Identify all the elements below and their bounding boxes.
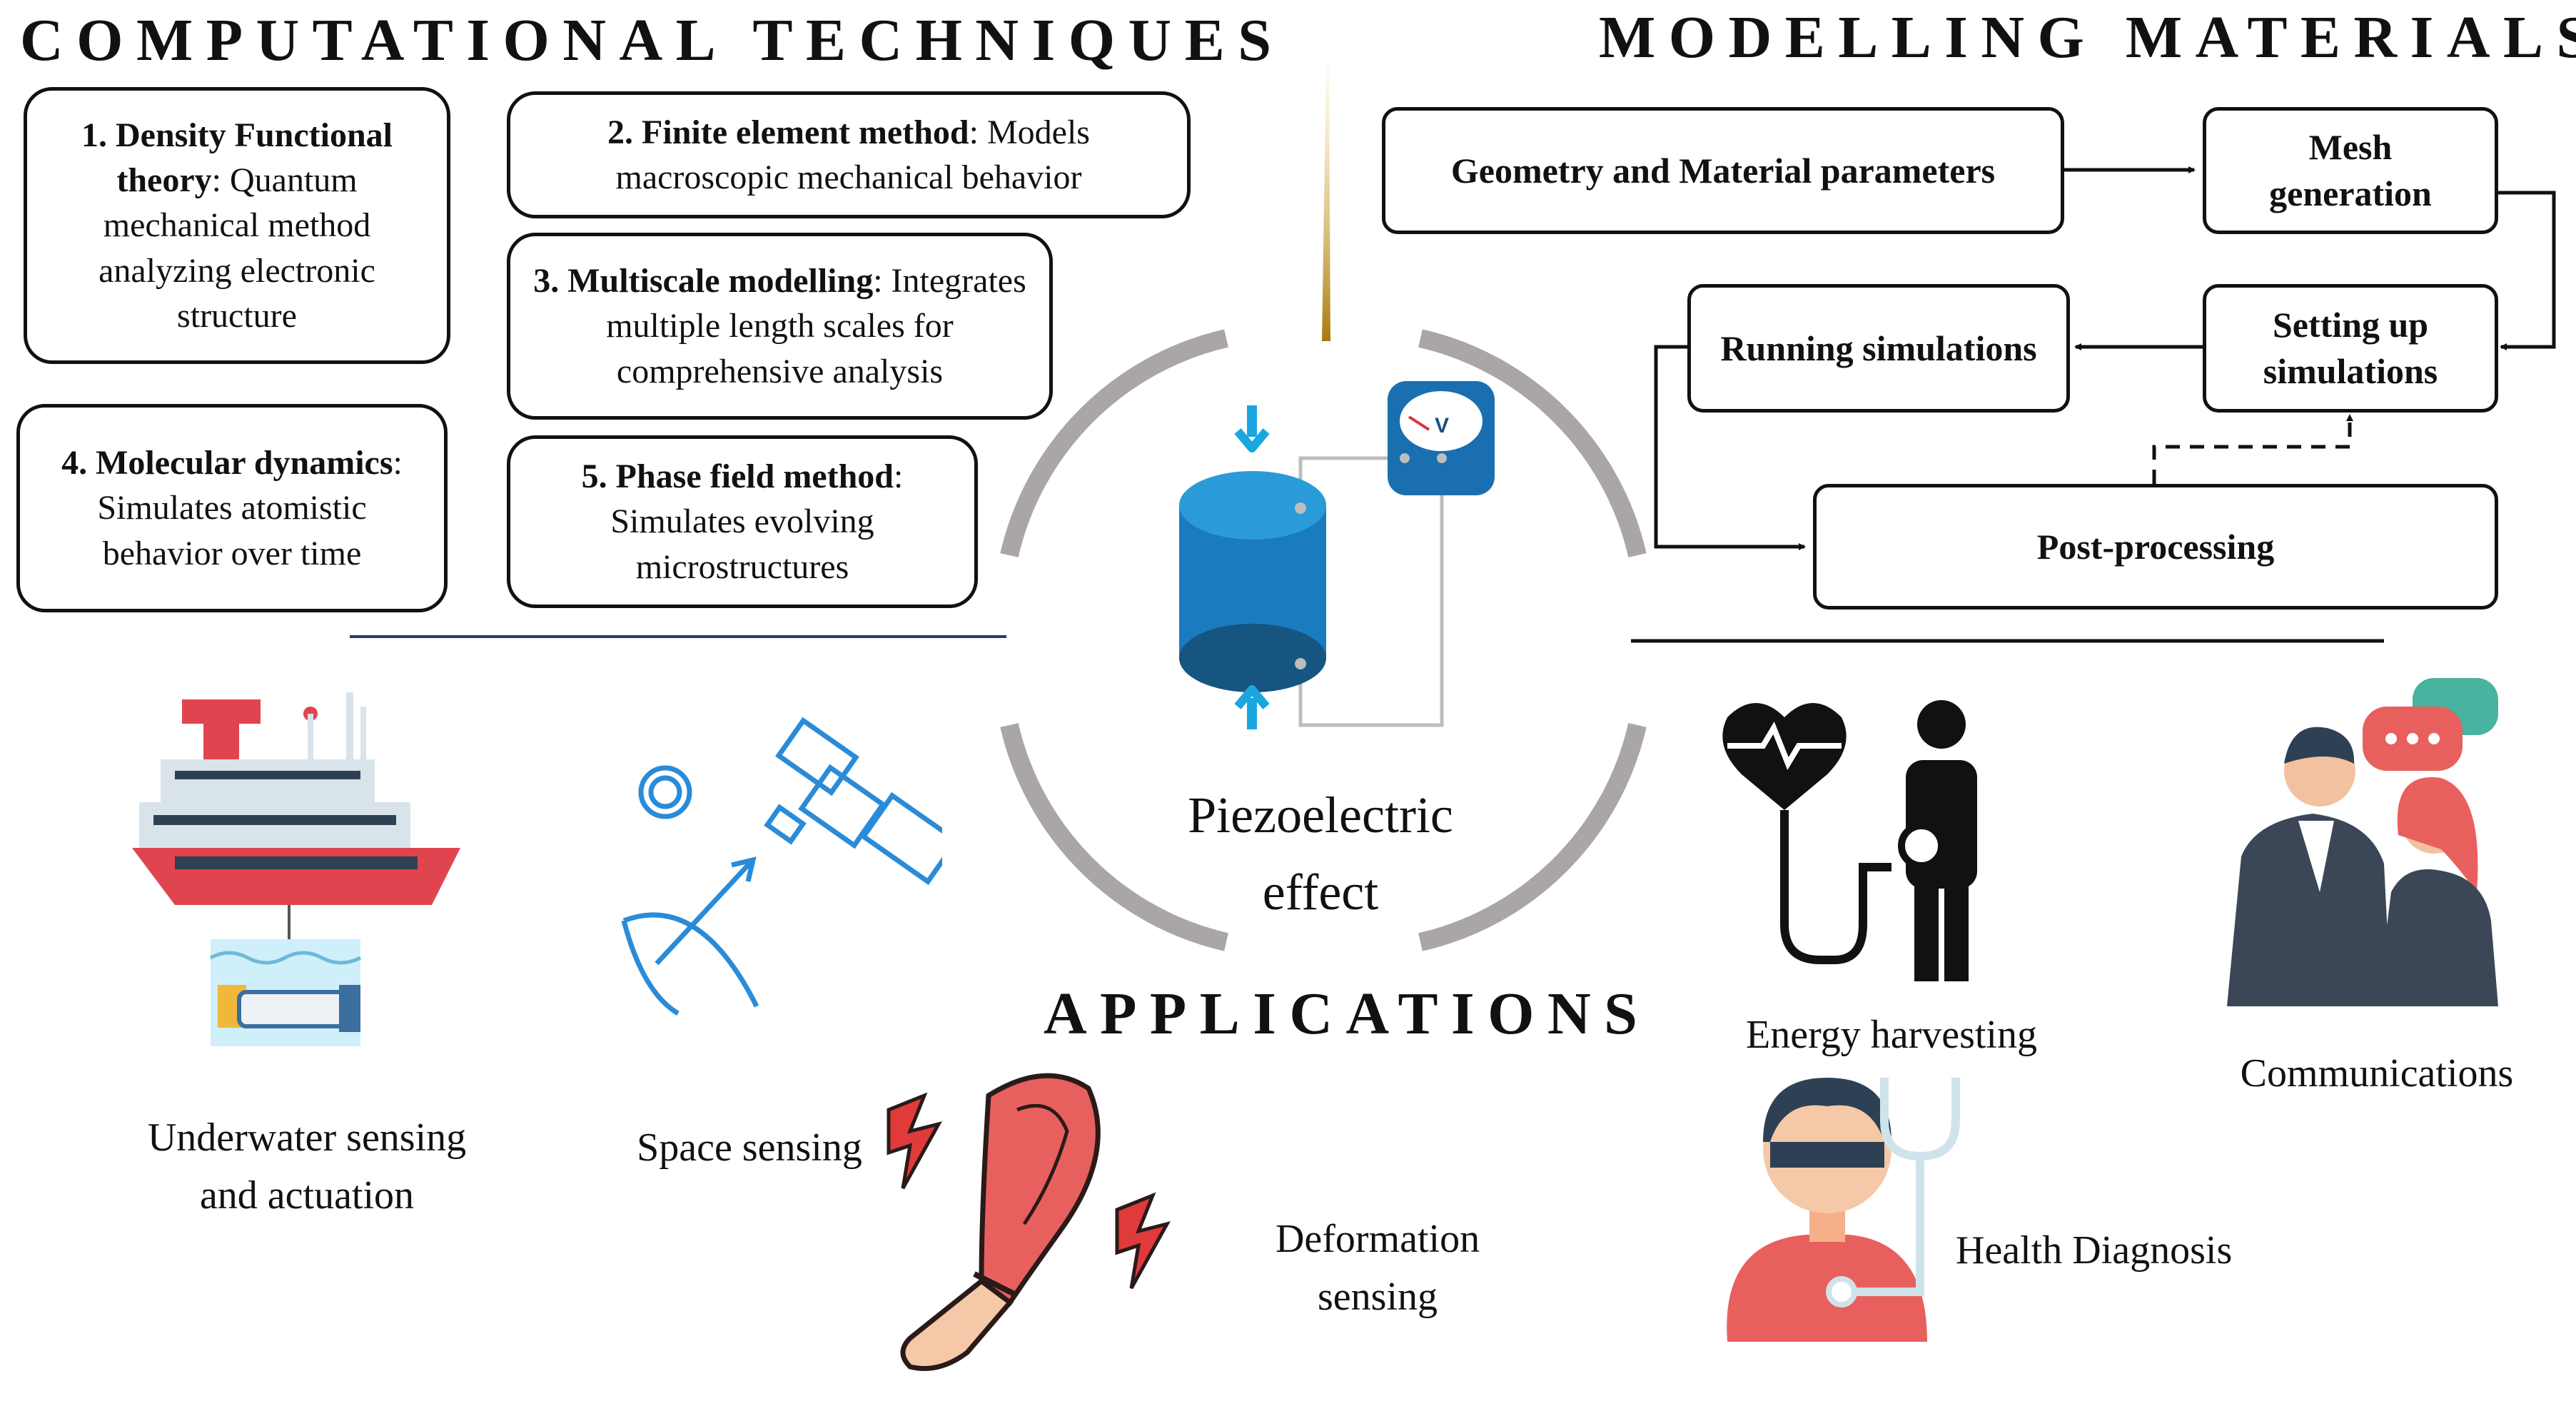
technique-phase-field-desc: Simulates evolving microstructures <box>610 502 874 586</box>
technique-fem-title: 2. Finite element method <box>607 113 969 151</box>
workflow-geometry-box: Geometry and Material parameters <box>1382 107 2064 234</box>
technique-fem-box: 2. Finite element method: Models macrosc… <box>507 91 1191 218</box>
technique-multiscale-box: 3. Multiscale modelling: Integrates mult… <box>507 233 1053 420</box>
underwater-line-2: and actuation <box>199 1173 415 1218</box>
arrow-running-to-post <box>1654 345 1806 550</box>
underwater-line-1: Underwater sensing <box>147 1116 467 1160</box>
space-sensing-label: Space sensing <box>637 1126 862 1170</box>
technique-md-box: 4. Molecular dynamics: Simulates atomist… <box>16 404 448 612</box>
technique-dft-title: 1. Density Functional theory <box>81 116 393 199</box>
technique-md-desc: Simulates atomistic behavior over time <box>97 489 367 572</box>
wire-bottom <box>1298 458 1444 727</box>
health-diagnosis-icon <box>1727 1078 1960 1342</box>
arm-muscle-icon <box>887 1073 1171 1371</box>
deformation-line-1: Deformation <box>1275 1217 1480 1261</box>
heading-applications: APPLICATIONS <box>1044 981 1651 1047</box>
health-diagnosis-label: Health Diagnosis <box>1956 1228 2233 1273</box>
piezo-line-2: effect <box>1262 864 1379 921</box>
technique-multiscale-desc: Integrates multiple length scales for co… <box>606 261 1026 390</box>
arrow-post-to-setup-dashed <box>2152 414 2353 484</box>
deformation-label: Deformation sensing <box>1213 1210 1542 1326</box>
heading-modelling-materials: MODELLING MATERIALS <box>1599 4 2576 71</box>
ship-icon <box>132 692 460 1046</box>
energy-harvesting-label: Energy harvesting <box>1746 1013 2037 1057</box>
energy-harvesting-icon <box>1722 700 1977 981</box>
heading-computational-techniques: COMPUTATIONAL TECHNIQUES <box>20 7 1285 74</box>
satellite-icon <box>621 717 942 1016</box>
technique-dft-box: 1. Density Functional theory: Quantum me… <box>24 87 450 364</box>
communications-icon <box>2227 678 2498 1006</box>
gold-divider-line <box>1322 64 1330 341</box>
voltmeter-icon: V <box>1388 381 1495 495</box>
piezo-effect-label: Piezoelectric effect <box>1142 777 1499 931</box>
underwater-label: Underwater sensing and actuation <box>79 1109 535 1225</box>
technique-fem-desc: Models macroscopic mechanical behavior <box>615 113 1090 196</box>
workflow-setup-box: Setting up simulations <box>2203 284 2498 413</box>
piezo-line-1: Piezoelectric <box>1188 787 1453 844</box>
deformation-line-2: sensing <box>1318 1275 1438 1320</box>
communications-label: Communications <box>2240 1051 2514 1096</box>
technique-phase-field-box: 5. Phase field method: Simulates evolvin… <box>507 435 978 608</box>
workflow-geometry-label: Geometry and Material parameters <box>1450 150 1996 191</box>
workflow-post-box: Post-processing <box>1813 484 2498 610</box>
technique-md-title: 4. Molecular dynamics <box>61 443 393 482</box>
voltmeter-symbol: V <box>1435 414 1449 438</box>
technique-dft-desc: Quantum mechanical method analyzing elec… <box>99 161 375 335</box>
workflow-setup-label: Setting up simulations <box>2263 305 2438 391</box>
workflow-mesh-label: Mesh generation <box>2269 127 2432 213</box>
workflow-running-label: Running simulations <box>1720 328 2037 368</box>
piezo-cylinder-icon <box>1179 405 1326 729</box>
technique-multiscale-title: 3. Multiscale modelling <box>533 261 874 300</box>
central-ring <box>1000 329 1647 951</box>
workflow-post-label: Post-processing <box>2036 526 2275 567</box>
workflow-running-box: Running simulations <box>1687 284 2070 413</box>
arrow-mesh-to-setup <box>2493 191 2556 350</box>
technique-phase-field-title: 5. Phase field method <box>581 457 894 495</box>
workflow-mesh-box: Mesh generation <box>2203 107 2498 234</box>
